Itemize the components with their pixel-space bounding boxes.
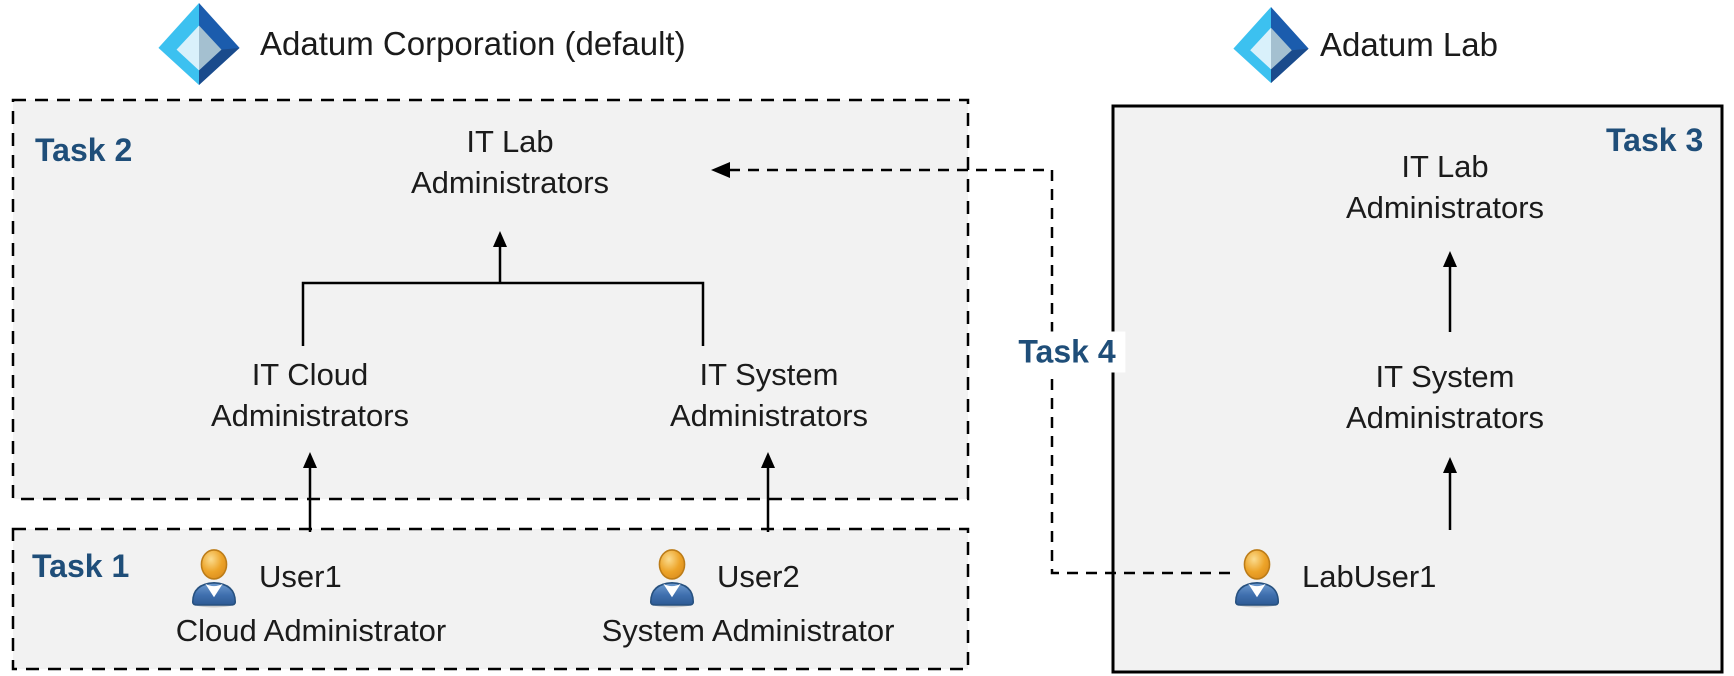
user1-role: Cloud Administrator: [175, 613, 447, 648]
task4-label: Task 4: [1008, 331, 1126, 373]
group-it-cloud-administrators: IT Cloud Administrators: [210, 357, 410, 433]
arrow-groups-to-lab-admins-head: [493, 231, 507, 247]
user-icon: [191, 549, 237, 608]
task1-label: Task 1: [32, 548, 130, 584]
user1-name: User1: [259, 559, 342, 594]
arrow-user1-to-cloud-admins-head: [303, 452, 317, 468]
user1-row: User1: [185, 546, 342, 608]
user2-row: User2: [643, 546, 800, 608]
group-it-system-administrators-left: IT System Administrators: [669, 357, 869, 433]
user-icon: [1234, 549, 1280, 608]
group-it-system-administrators-right: IT System Administrators: [1345, 359, 1545, 435]
tenant-right-name: Adatum Lab: [1320, 26, 1498, 63]
group-it-lab-administrators-right: IT Lab Administrators: [1345, 149, 1545, 225]
labuser1-row: LabUser1: [1228, 546, 1436, 608]
user-icon: [649, 549, 695, 608]
user2-role: System Administrator: [601, 613, 895, 648]
azure-ad-icon: [1233, 7, 1309, 83]
arrow-labuser1-to-system-admins-head: [1443, 457, 1457, 473]
user2-name: User2: [717, 559, 800, 594]
task4-connector-arrowhead: [711, 162, 730, 178]
group-tree-connector: [301, 281, 705, 346]
azure-ad-icon: [158, 3, 240, 85]
group-it-lab-administrators-left: IT Lab Administrators: [410, 124, 610, 200]
task2-label: Task 2: [35, 132, 133, 168]
arrow-system-to-lab-admins-right-head: [1443, 251, 1457, 267]
tenant-left-name: Adatum Corporation (default): [260, 25, 686, 62]
labuser1-name: LabUser1: [1302, 559, 1437, 594]
arrow-user2-to-system-admins-head: [761, 452, 775, 468]
task3-label: Task 3: [1606, 122, 1704, 158]
